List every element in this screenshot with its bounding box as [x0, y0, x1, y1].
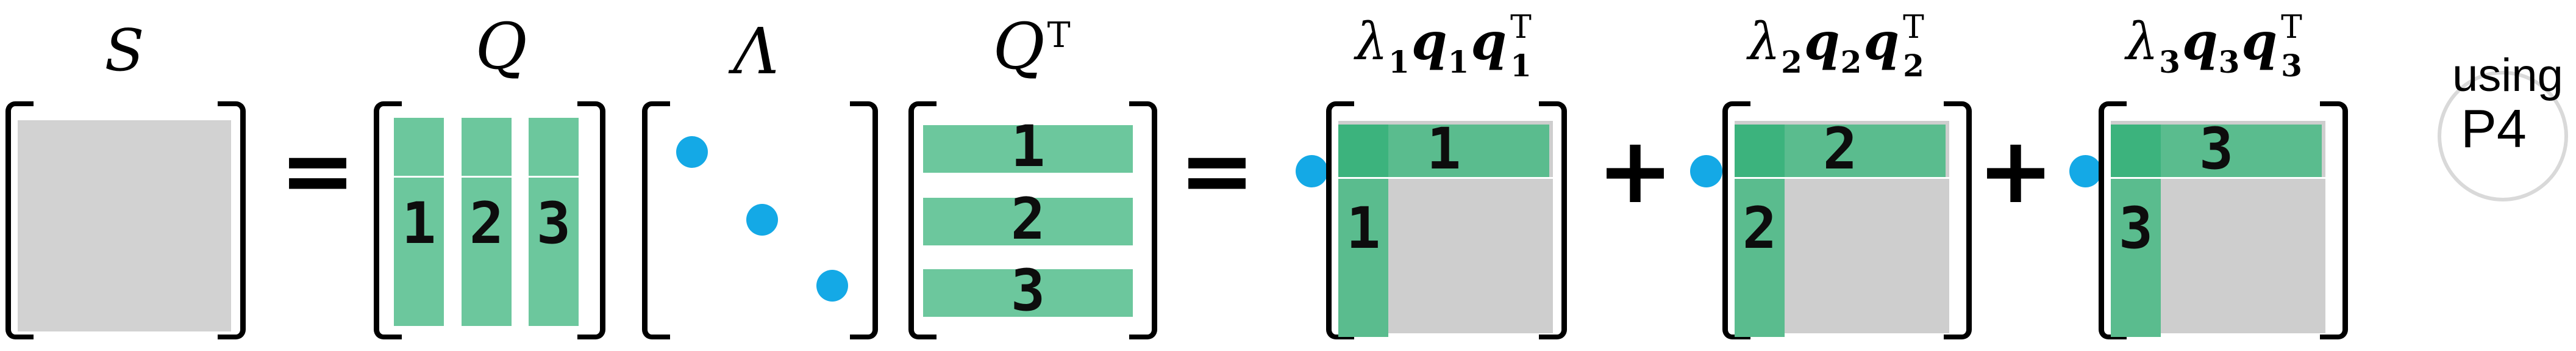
term1-vector2-sub: 1	[1510, 48, 1532, 84]
term2-lambda-dot	[1690, 155, 1722, 187]
term1-left-bracket	[1326, 101, 1354, 339]
matrix-qt-left-bracket	[908, 101, 937, 339]
qt-row-1	[923, 125, 1133, 173]
term3-lambda-dot	[2069, 155, 2102, 187]
plus-sign-1: +	[1597, 118, 1674, 224]
qt-row-1-label: 1	[1010, 114, 1046, 181]
term2-lambda-sub: 2	[1781, 44, 1802, 80]
term2-vector1-sub: 2	[1840, 44, 1862, 80]
term3-vector1-sub: 3	[2218, 44, 2240, 80]
matrix-qt-label-sup: T	[1047, 15, 1071, 56]
term1-vector1-symbol: q	[1411, 11, 1447, 71]
term1-lambda-dot	[1296, 155, 1328, 187]
term3-divider	[2111, 177, 2325, 179]
eigenvalue-dot-3	[816, 270, 848, 302]
matrix-s-left-bracket	[5, 101, 34, 339]
matrix-s-label: S	[104, 17, 144, 84]
term1-column-label: 1	[1346, 195, 1381, 262]
qt-row-2	[923, 198, 1133, 245]
matrix-qt-label-base: Q	[993, 9, 1045, 84]
term3-left-bracket	[2099, 101, 2127, 339]
note-line1: using	[2452, 49, 2563, 101]
matrix-q-left-bracket	[374, 101, 402, 339]
term2-row-label: 2	[1822, 116, 1858, 183]
term3-vector2-sub: 3	[2281, 48, 2302, 84]
term1-lambda-sub: 1	[1388, 44, 1410, 80]
term2-transpose-symbol: T	[1903, 9, 1924, 46]
q-column-3-divider	[529, 176, 579, 178]
matrix-lambda-right-bracket	[850, 101, 878, 339]
matrix-q-right-bracket	[577, 101, 605, 339]
term2-corner-overlap	[1735, 125, 1785, 177]
term2-left-bracket	[1722, 101, 1750, 339]
plus-sign-2: +	[1977, 118, 2054, 224]
term1-lambda-symbol: λ	[1355, 12, 1388, 71]
note-circle	[2438, 71, 2568, 201]
q-column-1-divider	[394, 176, 444, 178]
matrix-qt-right-bracket	[1129, 101, 1157, 339]
term1-row-label: 1	[1426, 116, 1461, 183]
term1-vector1-sub: 1	[1447, 44, 1469, 80]
eigenvalue-dot-2	[746, 204, 778, 236]
q-column-2-divider	[462, 176, 512, 178]
eigenvalue-dot-1	[676, 136, 708, 168]
term2-divider	[1735, 177, 1949, 179]
q-column-2-label: 2	[469, 190, 504, 258]
matrix-s-body	[18, 120, 231, 331]
term3-vector2-symbol: q	[2241, 11, 2278, 71]
qt-row-2-label: 2	[1010, 186, 1046, 253]
term3-right-bracket	[2320, 101, 2348, 339]
note-line2: P4	[2461, 98, 2527, 159]
q-column-1	[394, 118, 444, 326]
term2-vector2-sub: 2	[1903, 48, 1924, 84]
term2-column-label: 2	[1742, 195, 1777, 262]
term3-vector1-symbol: q	[2182, 11, 2218, 71]
qt-row-3	[923, 269, 1133, 317]
term2-vector1-symbol: q	[1804, 11, 1840, 71]
equals-sign-2: =	[1179, 118, 1255, 224]
term3-lambda-symbol: λ	[2125, 12, 2159, 71]
qt-row-3-label: 3	[1010, 258, 1046, 325]
term2-lambda-symbol: λ	[1747, 12, 1781, 71]
matrix-s-right-bracket	[218, 101, 246, 339]
term3-column-label: 3	[2118, 195, 2153, 262]
term3-corner-overlap	[2111, 125, 2161, 177]
matrix-lambda-label: Λ	[733, 14, 779, 89]
matrix-lambda-left-bracket	[642, 101, 670, 339]
term3-lambda-sub: 3	[2159, 44, 2180, 80]
term1-corner-overlap	[1338, 125, 1388, 177]
q-column-2	[462, 118, 512, 326]
term2-right-bracket	[1944, 101, 1972, 339]
term3-row-label: 3	[2199, 116, 2234, 183]
term1-transpose-symbol: T	[1510, 9, 1532, 46]
term1-vector2-symbol: q	[1471, 11, 1507, 71]
term2-vector2-symbol: q	[1863, 11, 1900, 71]
term1-divider	[1338, 177, 1553, 179]
term1-right-bracket	[1539, 101, 1567, 339]
matrix-qt-label: QT	[993, 15, 1070, 78]
q-column-1-label: 1	[401, 190, 437, 258]
equals-sign-1: =	[279, 118, 356, 224]
matrix-q-label: Q	[475, 9, 527, 84]
term3-transpose-symbol: T	[2281, 9, 2302, 46]
q-column-3	[529, 118, 579, 326]
q-column-3-label: 3	[536, 190, 571, 258]
